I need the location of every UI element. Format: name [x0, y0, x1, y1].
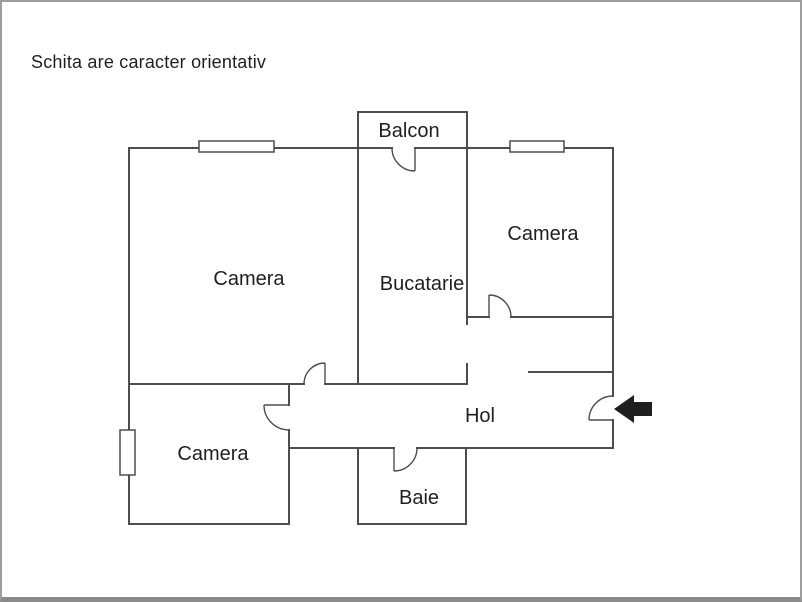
- room-label-camera-top-right: Camera: [507, 223, 579, 245]
- doors-layer: [263, 147, 614, 472]
- door-arc: [488, 294, 512, 318]
- door-arc: [588, 395, 614, 421]
- room-label-bucatarie: Bucatarie: [380, 273, 465, 295]
- page-title: Schita are caracter orientativ: [31, 52, 267, 72]
- window-symbol: [119, 429, 136, 476]
- labels-layer: Balcon Camera Bucatarie Camera Hol Camer…: [177, 120, 579, 509]
- room-label-camera-top-left: Camera: [213, 268, 285, 290]
- room-label-hol: Hol: [465, 405, 495, 427]
- room-label-baie: Baie: [399, 487, 439, 509]
- room-label-balcon: Balcon: [378, 120, 439, 142]
- door-arc: [263, 404, 290, 431]
- door-arc: [391, 147, 416, 172]
- room-label-camera-bottom-left: Camera: [177, 443, 249, 465]
- walls-layer: [128, 111, 614, 525]
- window-symbol: [198, 140, 275, 153]
- windows-layer: [119, 140, 565, 476]
- door-arc: [303, 362, 326, 385]
- window-symbol: [509, 140, 565, 153]
- door-arc: [393, 447, 418, 472]
- entrance-arrow-icon: [614, 395, 652, 423]
